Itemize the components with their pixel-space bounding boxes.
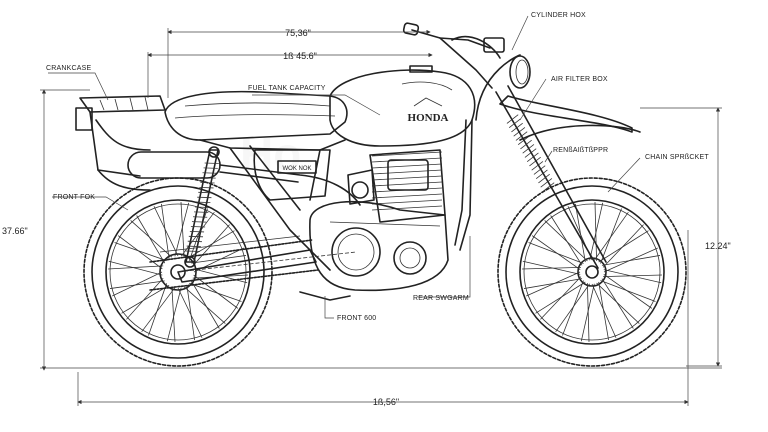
dim-top-length-1: 75,36" bbox=[285, 28, 311, 38]
side-panel: WOK NOK bbox=[253, 149, 331, 201]
label-rear-swingarm: REAR SWGARM bbox=[413, 295, 469, 302]
dim-right-height: 12.24" bbox=[705, 241, 731, 251]
dim-bottom-length: 1ß,56" bbox=[373, 397, 399, 407]
dimensions bbox=[40, 28, 722, 406]
label-chain-sprocket: CHAIN SPRßCKET bbox=[645, 154, 709, 161]
label-fuel-tank: FUEL TANK CAPACITY bbox=[248, 85, 326, 92]
swingarm bbox=[149, 235, 319, 291]
side-panel-badge: WOK NOK bbox=[282, 166, 311, 172]
label-air-filter: AIR FILTER BOX bbox=[551, 76, 608, 83]
headlight bbox=[509, 55, 531, 89]
label-remote: RENßAIßTßPPR bbox=[553, 147, 608, 154]
seat bbox=[164, 90, 348, 141]
dim-left-height: 37.66" bbox=[2, 226, 28, 236]
front-fork bbox=[475, 54, 633, 269]
front-fender bbox=[519, 124, 641, 141]
exhaust bbox=[127, 151, 361, 206]
tank-logo: HONDA bbox=[408, 112, 449, 124]
engine bbox=[299, 149, 449, 301]
rear-shock bbox=[184, 146, 220, 268]
callout-leaders bbox=[48, 15, 641, 319]
front-wheel bbox=[497, 177, 687, 367]
fuel-tank: HONDA bbox=[329, 65, 476, 147]
rear-rack bbox=[75, 95, 166, 191]
label-cylinder: CYLINDER HOX bbox=[531, 12, 586, 19]
label-crankcase: CRANKCASE bbox=[46, 65, 91, 72]
label-front: FRONT 600 bbox=[337, 315, 376, 322]
dim-top-length-2: 1ß 45.6" bbox=[283, 51, 317, 61]
label-front-fork: FRONT FOK bbox=[53, 194, 95, 201]
